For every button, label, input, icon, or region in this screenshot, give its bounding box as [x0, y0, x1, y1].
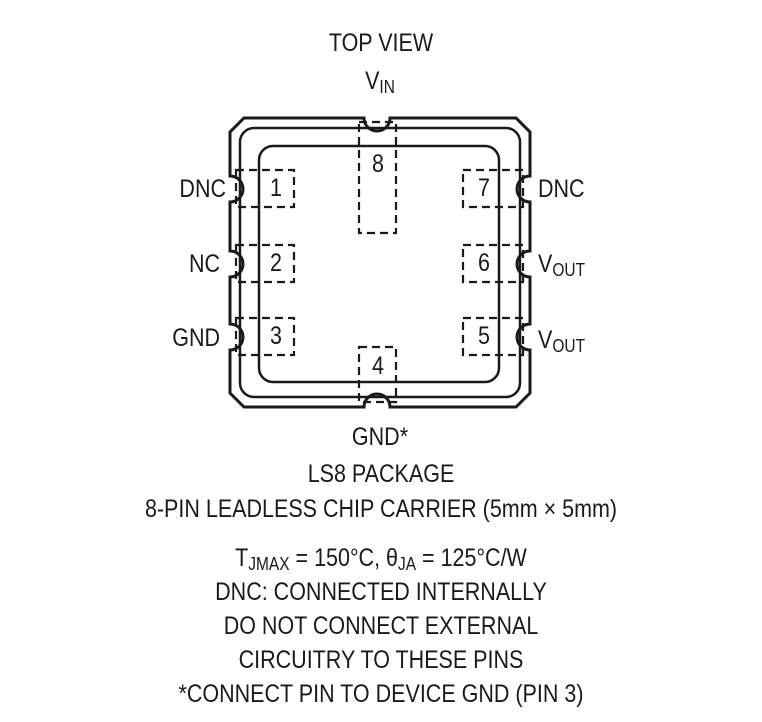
pin-7-label: DNC: [538, 175, 585, 203]
pin-1-pad: [234, 168, 296, 209]
pin-7-pad: [461, 168, 525, 209]
notes-block: TJMAX = 150°C, θJA = 125°C/W DNC: CONNEC…: [0, 541, 762, 711]
pin-1-number: 1: [270, 174, 282, 202]
note-line: DO NOT CONNECT EXTERNAL: [223, 612, 539, 640]
pin-7-number: 7: [478, 174, 490, 202]
pin-8-number: 8: [372, 150, 384, 178]
note-line: *CONNECT PIN TO DEVICE GND (PIN 3): [178, 680, 584, 708]
package-inner-ring: [238, 126, 522, 399]
pin-5-pad: [461, 316, 525, 357]
pin-5-label: VOUT: [538, 326, 586, 356]
pin-2-label: NC: [188, 250, 220, 278]
pin-4-pad: [357, 345, 398, 404]
pin-8-label: VIN: [365, 67, 395, 97]
thermal-spec: TJMAX = 150°C, θJA = 125°C/W: [235, 544, 527, 574]
pin-3-label: GND: [172, 324, 220, 352]
pin-1-label: DNC: [179, 175, 226, 203]
pin-3-pad: [234, 316, 296, 357]
pin-6-number: 6: [478, 249, 490, 277]
note-line: DNC: CONNECTED INTERNALLY: [215, 578, 547, 606]
pin-4-label: GND*: [351, 423, 409, 451]
note-line: CIRCUITRY TO THESE PINS: [238, 646, 524, 674]
pin-3-number: 3: [270, 322, 282, 350]
package-name: LS8 PACKAGE: [307, 460, 455, 488]
pin-5-number: 5: [478, 322, 490, 350]
pin-4-number: 4: [372, 352, 384, 380]
package-die-area: [257, 144, 501, 384]
pin-6-pad: [461, 243, 525, 284]
pin-2-number: 2: [270, 249, 282, 277]
package-description: 8-PIN LEADLESS CHIP CARRIER (5mm × 5mm): [144, 495, 618, 523]
pin-6-label: VOUT: [538, 250, 586, 280]
diagram-title: TOP VIEW: [328, 29, 434, 57]
pin-8-pad: [357, 120, 398, 235]
pin-2-pad: [234, 243, 296, 284]
